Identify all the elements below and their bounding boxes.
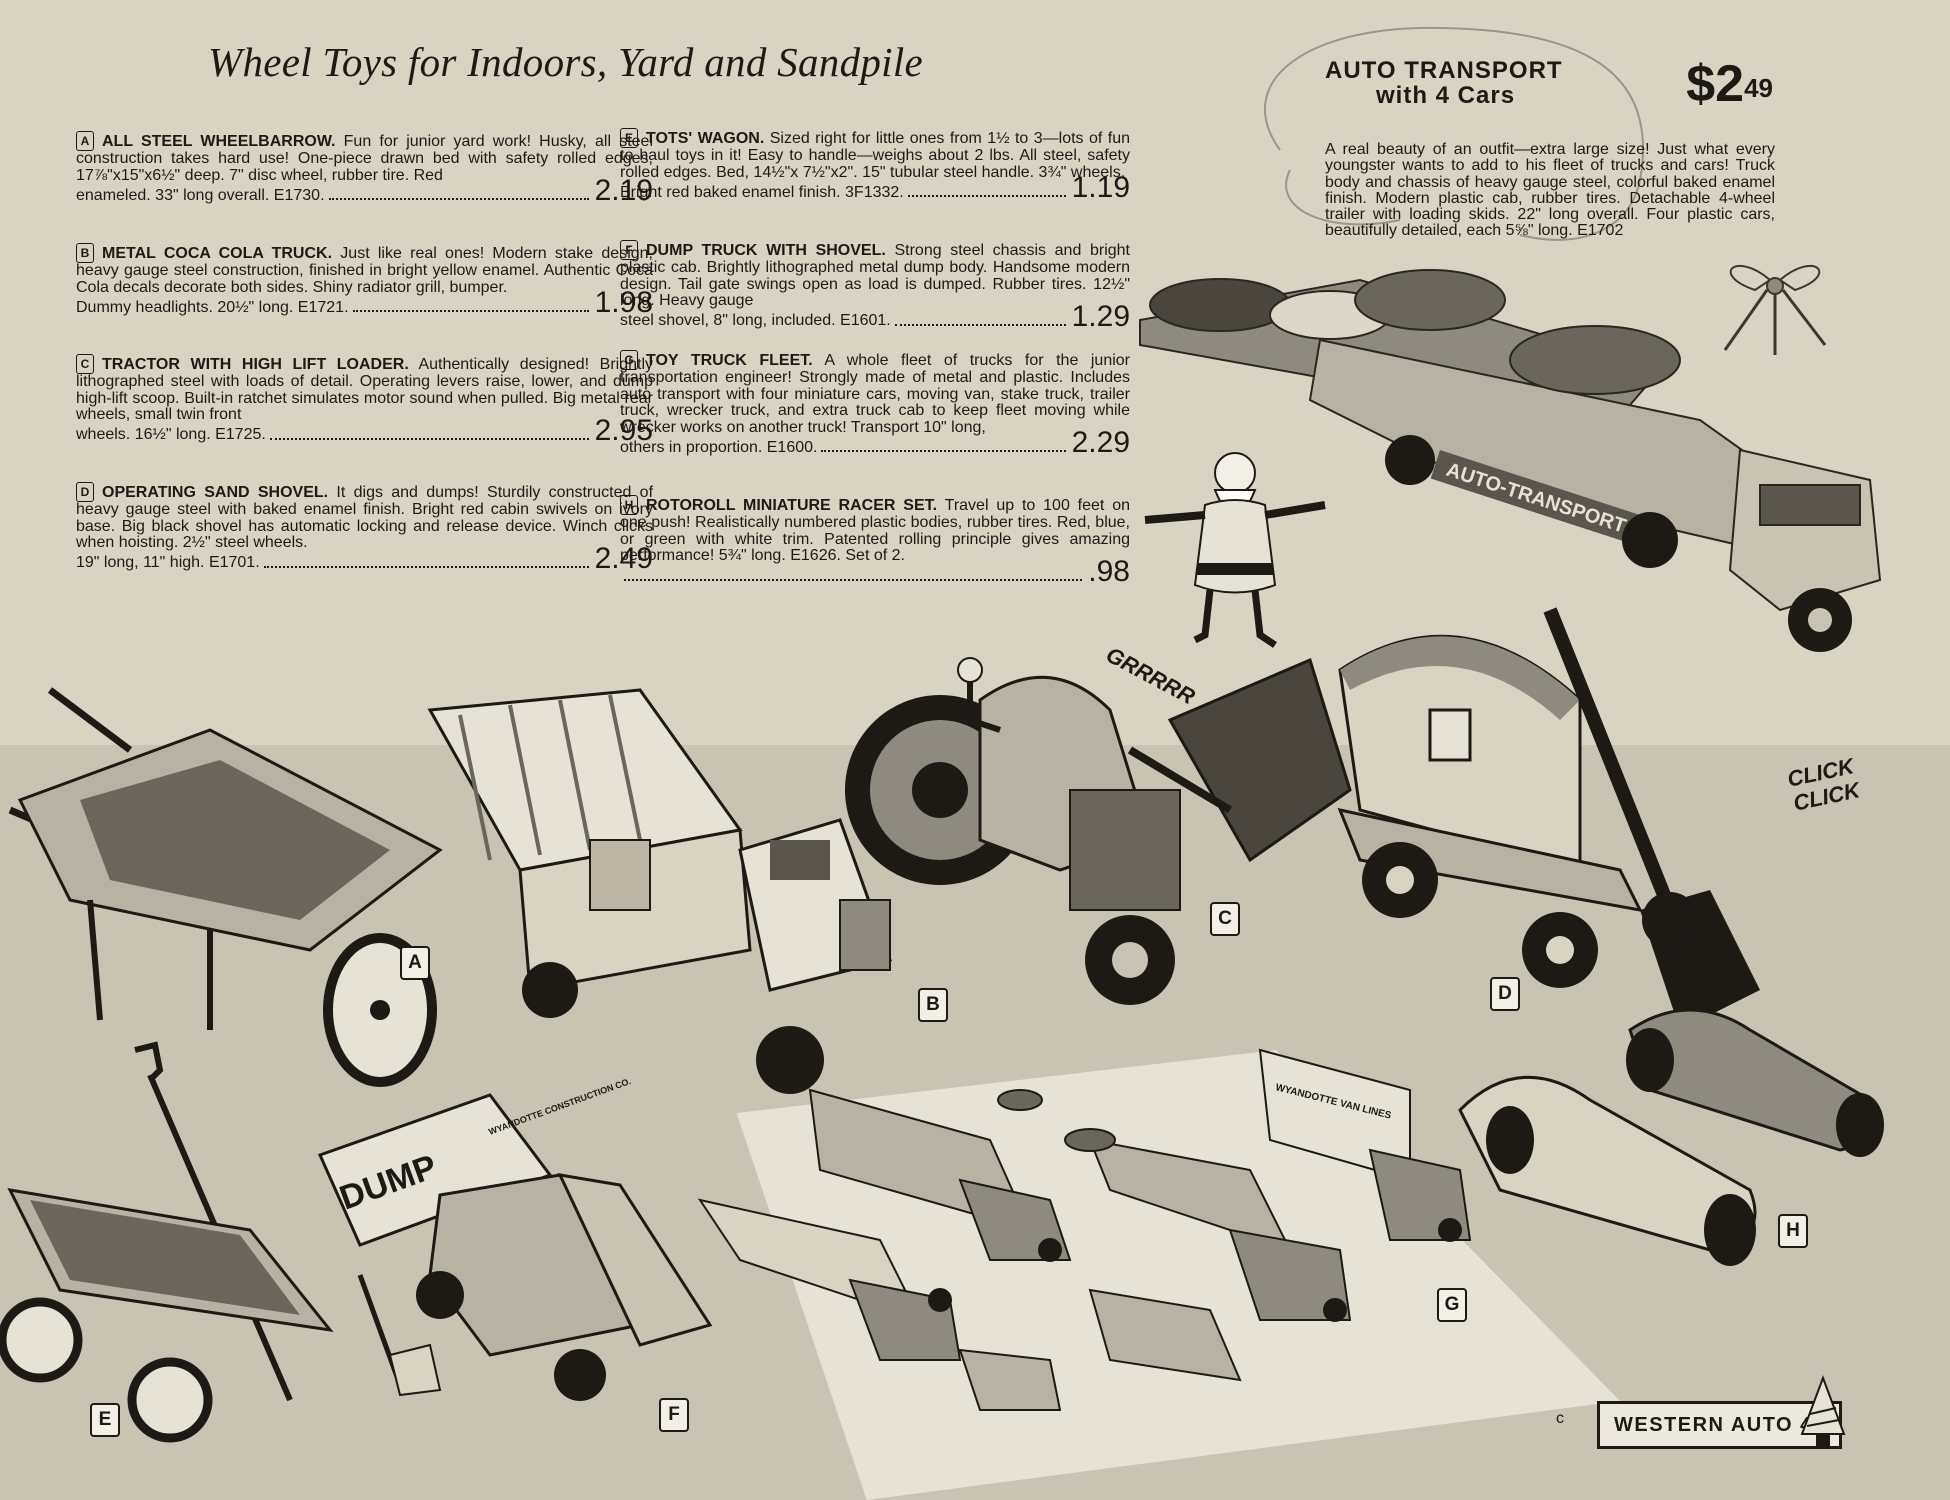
christmas-tree-icon — [1800, 1375, 1846, 1446]
item-price: 2.29 — [1071, 426, 1130, 459]
truck-fleet-illustration: WYANDOTTE VAN LINES — [697, 1048, 1472, 1411]
item-name: OPERATING SAND SHOVEL. — [102, 484, 329, 501]
item-description: Travel up to 100 feet on one push! Reali… — [620, 497, 1131, 564]
item-name: TRACTOR with HIGH LIFT LOADER. — [102, 356, 409, 373]
feature-title-line1: AUTO TRANSPORT — [1325, 57, 1563, 84]
feature-title: AUTO TRANSPORT with 4 Cars — [1325, 58, 1775, 108]
item-letter: A — [76, 131, 94, 151]
leader-dots — [352, 310, 589, 312]
item-tail: Bright red baked enamel finish. 3F1332. — [620, 183, 904, 201]
feature-price: $249 — [1686, 58, 1773, 110]
item-description: Just like real ones! Modern stake design… — [76, 245, 653, 296]
badge-f: F — [659, 1398, 689, 1432]
item-tail: others in proportion. E1600. — [620, 438, 818, 456]
item-tail: 19" long, 11" high. E1701. — [76, 554, 260, 571]
item-price: 1.29 — [1071, 299, 1130, 333]
item-price: .98 — [1088, 554, 1130, 588]
price-line: Dummy headlights. 20½" long. E1721. 1.98 — [76, 286, 653, 319]
item-name: Metal COCA COLA TRUCK. — [102, 245, 333, 262]
coca-cola-truck-illustration — [427, 688, 892, 1094]
sand-shovel-illustration — [1337, 607, 1760, 1030]
item-name: ALL STEEL WHEELBARROW. — [102, 133, 336, 150]
item-g: G TOY TRUCK FLEET. A whole fleet of truck… — [620, 350, 1131, 459]
item-name: Rotoroll MINIATURE RACER SET. — [646, 497, 938, 514]
item-letter: H — [620, 495, 638, 515]
feature-title-line2: with 4 Cars — [1376, 82, 1516, 109]
santa-claus-illustration — [1144, 452, 1326, 648]
price-line: Bright red baked enamel finish. 3F1332. 1… — [620, 171, 1130, 204]
item-price: 2.49 — [594, 541, 653, 575]
item-description: Strong steel chassis and bright plastic … — [620, 242, 1130, 309]
item-letter: B — [76, 243, 94, 263]
item-price: 2.19 — [594, 174, 653, 207]
item-letter: D — [76, 482, 94, 502]
dump-truck-illustration: DUMP WYANDOTTE CONSTRUCTION CO. — [317, 1076, 713, 1401]
item-price: 1.19 — [1071, 171, 1130, 204]
feature-description: A real beauty of an outfit—extra large s… — [1325, 141, 1775, 240]
page-footer: WESTERN AUTO 41 — [1597, 1401, 1843, 1449]
item-b: B Metal COCA COLA TRUCK. Just like real o… — [76, 243, 653, 319]
tractor-loader-illustration — [845, 657, 1352, 1005]
badge-d: D — [1490, 977, 1520, 1011]
badge-h: H — [1778, 1214, 1808, 1248]
badge-g: G — [1437, 1288, 1467, 1322]
item-h: H Rotoroll MINIATURE RACER SET. Travel up… — [620, 495, 1131, 588]
item-a: A ALL STEEL WHEELBARROW. Fun for junior y… — [76, 131, 653, 207]
item-f: F DUMP TRUCK with SHOVEL. Strong steel ch… — [620, 240, 1130, 333]
feature-price-dollars: $2 — [1686, 55, 1745, 113]
badge-a: A — [400, 946, 430, 980]
leader-dots — [894, 323, 1066, 326]
item-name: DUMP TRUCK with SHOVEL. — [646, 242, 886, 259]
leader-dots — [821, 450, 1066, 452]
price-line: steel shovel, 8" long, included. E1601. 1… — [620, 299, 1130, 333]
item-tail: steel shovel, 8" long, included. E1601. — [620, 312, 891, 329]
item-description: Authentically designed! Brightly lithogr… — [76, 356, 653, 423]
copyright-mark: c — [1556, 1410, 1564, 1427]
item-letter: C — [76, 354, 94, 374]
racer-set-illustration — [1458, 1008, 1884, 1266]
item-description: Fun for junior yard work! Husky, all ste… — [76, 133, 653, 184]
item-d: D OPERATING SAND SHOVEL. It digs and dump… — [76, 482, 654, 575]
price-line: wheels. 16½" long. E1725. 2.95 — [76, 413, 653, 447]
feature-price-cents: 49 — [1744, 73, 1773, 103]
leader-dots — [328, 198, 589, 200]
auto-transport-illustration: AUTO-TRANSPORT — [1139, 269, 1882, 652]
badge-e: E — [90, 1403, 120, 1437]
item-tail: enameled. 33" long overall. E1730. — [76, 186, 325, 204]
item-c: C TRACTOR with HIGH LIFT LOADER. Authenti… — [76, 354, 653, 447]
price-line: enameled. 33" long overall. E1730. 2.19 — [76, 174, 653, 207]
tots-wagon-illustration — [0, 1041, 334, 1443]
price-line: 19" long, 11" high. E1701. 2.49 — [76, 541, 653, 575]
item-description: Sized right for little ones from 1½ to 3… — [620, 130, 1130, 181]
item-price: 2.95 — [594, 413, 653, 447]
item-tail: Dummy headlights. 20½" long. E1721. — [76, 298, 349, 316]
item-description: It digs and dumps! Sturdily constructed … — [76, 484, 654, 551]
item-name: TOTS' WAGON. — [646, 130, 765, 147]
price-line: others in proportion. E1600. 2.29 — [620, 426, 1130, 459]
leader-dots — [624, 578, 1083, 581]
leader-dots — [263, 565, 589, 568]
badge-b: B — [918, 988, 948, 1022]
item-e: E TOTS' WAGON. Sized right for little one… — [620, 128, 1130, 204]
item-price: 1.98 — [594, 286, 653, 319]
leader-dots — [907, 195, 1066, 197]
item-description: A whole fleet of trucks for the junior t… — [620, 352, 1131, 436]
item-tail: wheels. 16½" long. E1725. — [76, 426, 266, 443]
auto-transport-feature: AUTO TRANSPORT with 4 Cars $249 A real b… — [1325, 58, 1775, 240]
item-letter: E — [620, 128, 638, 148]
ribbon-swirl — [1264, 26, 1645, 241]
leader-dots — [269, 437, 589, 440]
page-title: Wheel Toys for Indoors, Yard and Sandpil… — [208, 39, 924, 85]
item-letter: G — [620, 350, 638, 370]
badge-c: C — [1210, 902, 1240, 936]
item-name: TOY TRUCK FLEET. — [646, 352, 813, 369]
bow-icon — [1723, 264, 1827, 355]
item-letter: F — [620, 240, 638, 260]
price-line: .98 — [620, 554, 1130, 588]
